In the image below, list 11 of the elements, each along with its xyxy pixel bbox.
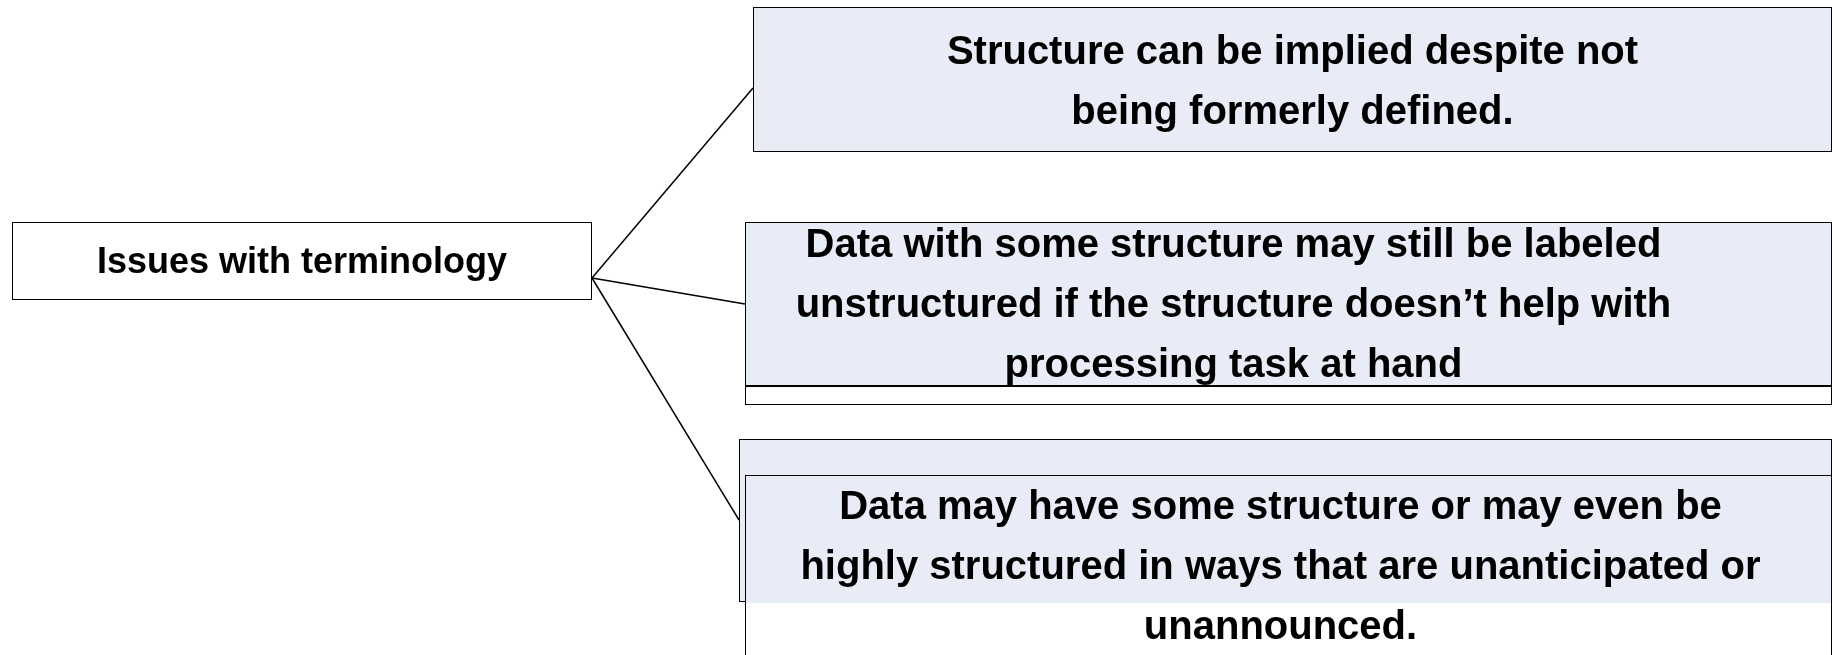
box-text: Issues with terminology <box>96 239 508 283</box>
text-box <box>739 439 1832 655</box>
connector-line <box>591 87 754 279</box>
connector-line <box>591 277 746 305</box>
text-box <box>745 222 1832 405</box>
connector-line <box>591 277 740 521</box>
text-box <box>753 7 1832 152</box>
text-box <box>12 222 592 300</box>
box-text: Data may have some structure or may even be highly structured in ways that are unanticipated or unannounced. <box>799 482 1762 649</box>
box-text: Structure can be implied despite not being formerly defined. <box>945 26 1640 134</box>
box-text: Data with some structure may still be labeled unstructured if the structure doesn’t help with processing task at hand <box>794 219 1673 387</box>
